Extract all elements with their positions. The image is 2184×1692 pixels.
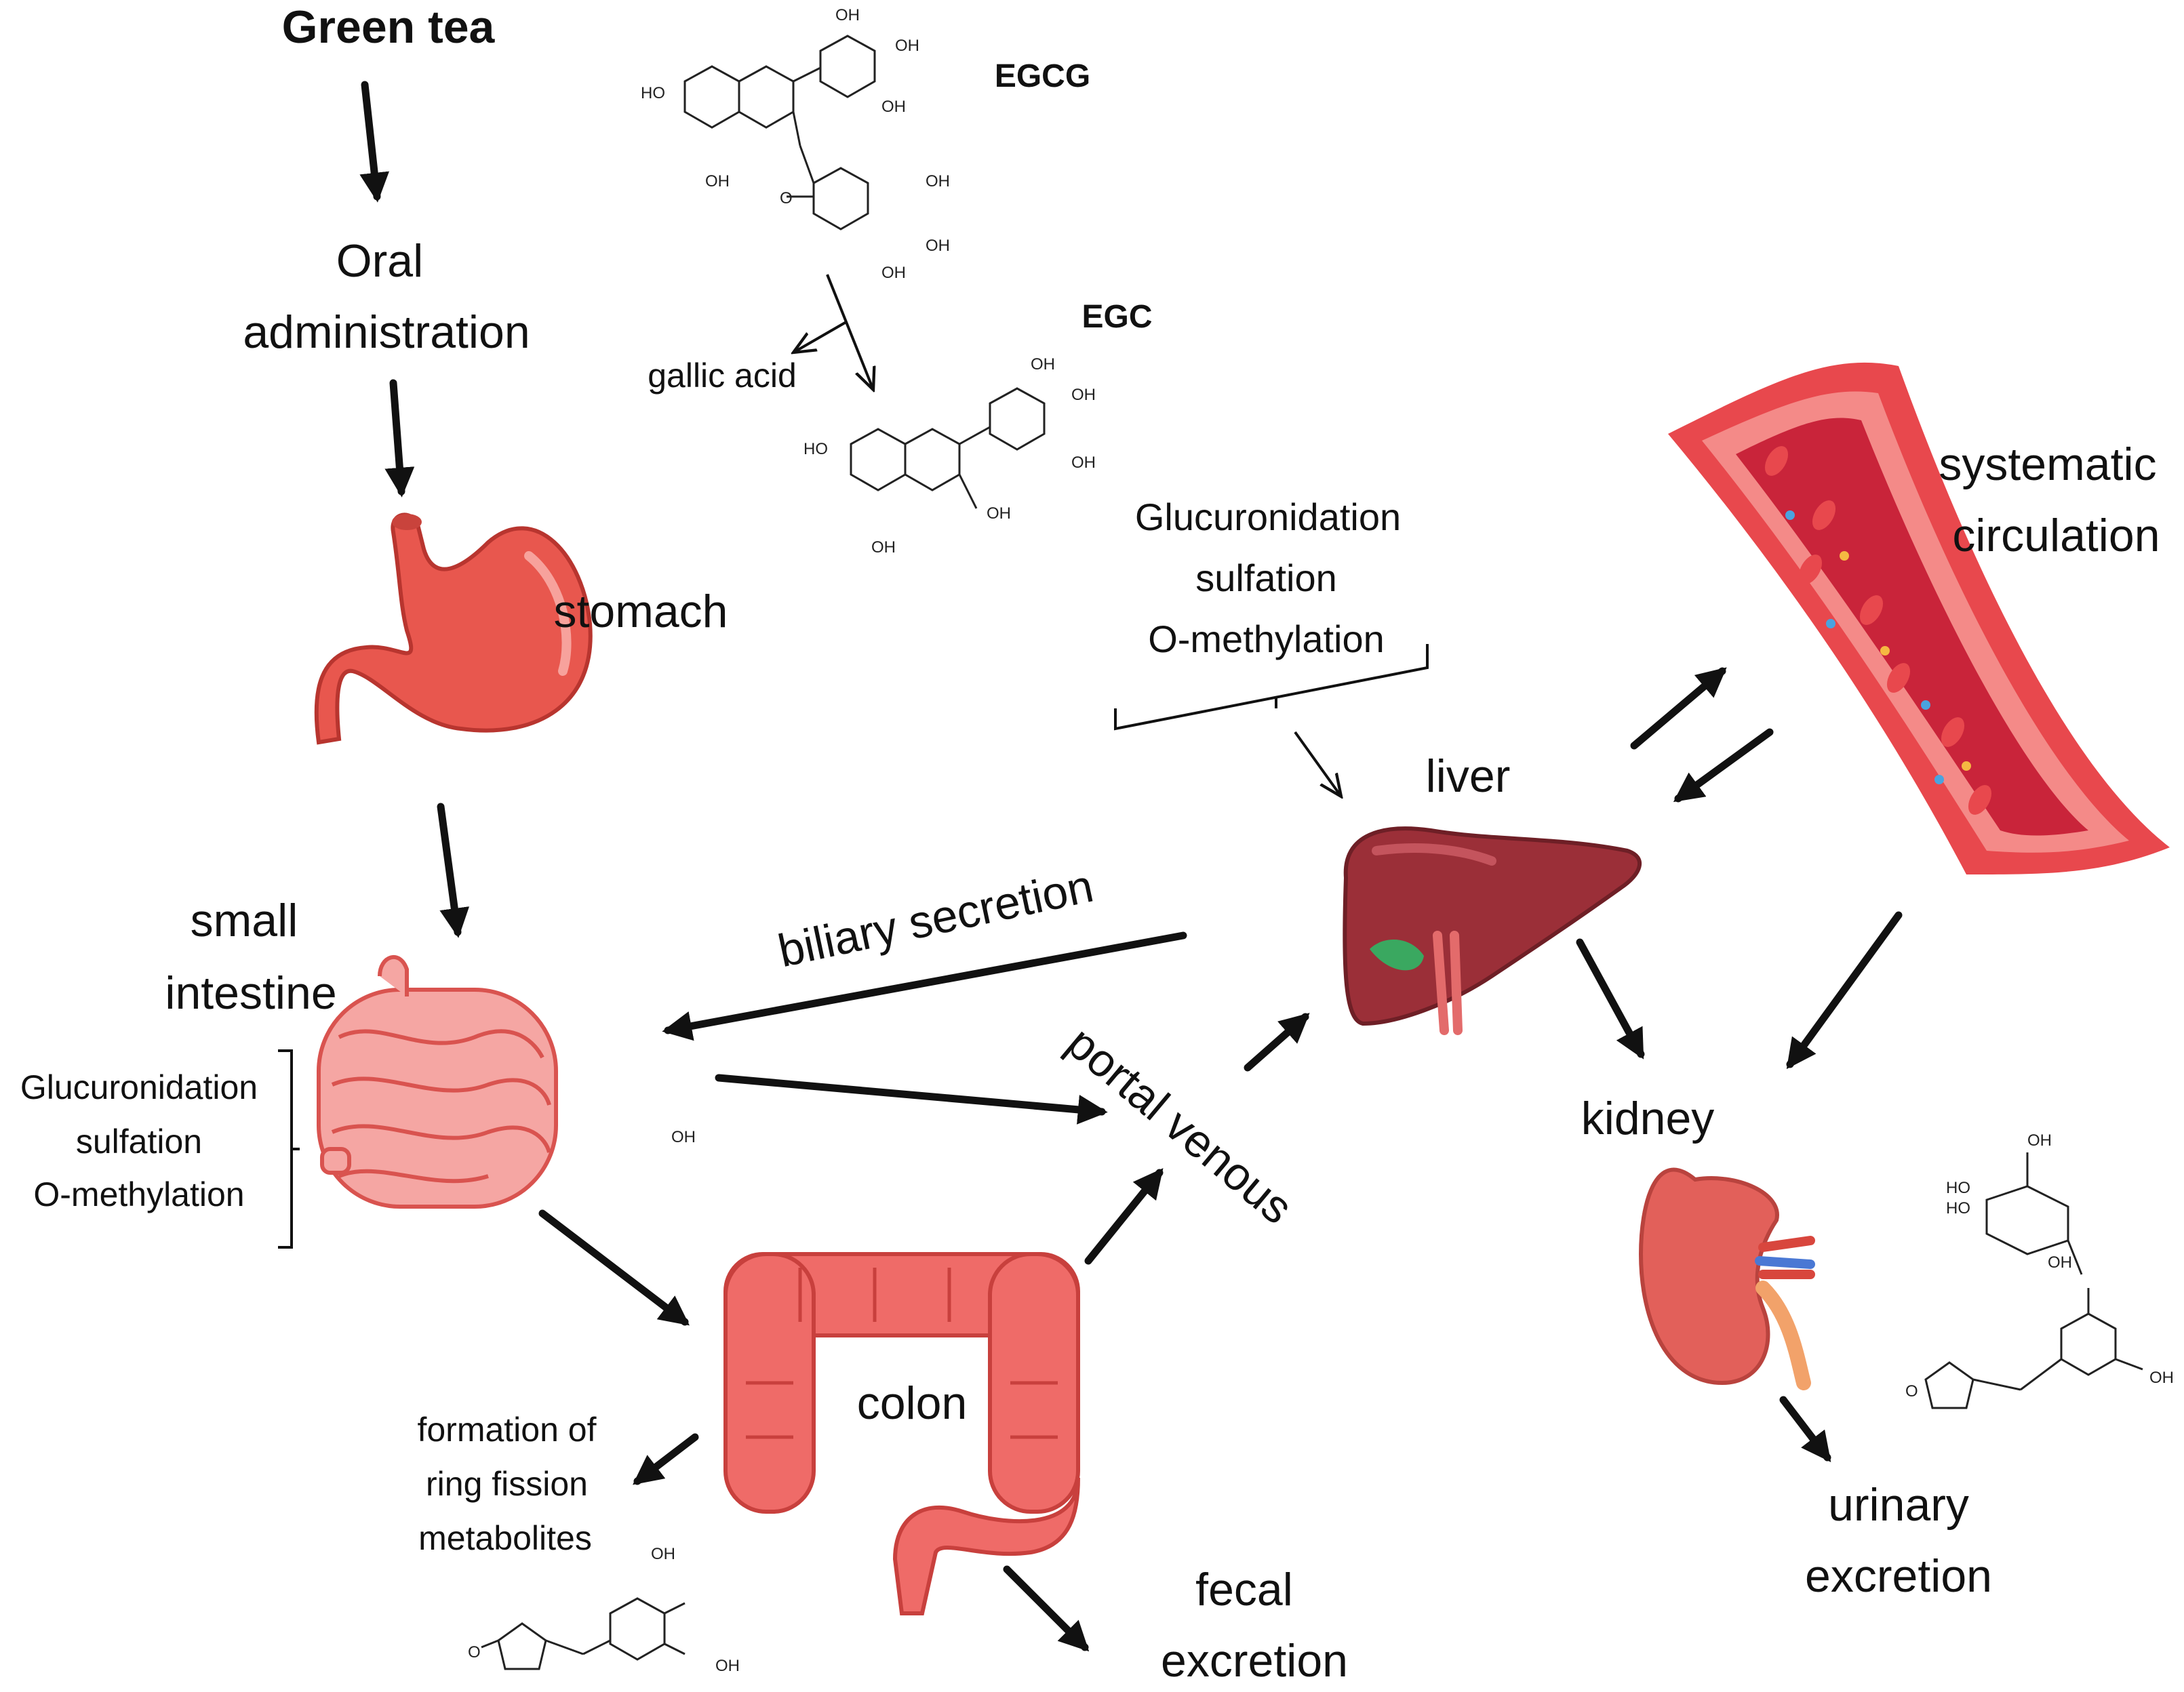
gluc-acid-oh: OH [2027, 1131, 2052, 1150]
arrow-intestine-to-colon [538, 1209, 690, 1326]
blood-cells [1764, 446, 1992, 815]
fission-oh-right: OH [715, 1657, 740, 1675]
systemic-circulation-line1: systematic [1939, 439, 2157, 490]
ring-fission-line1: formation of [417, 1411, 597, 1449]
liver-glucuronidation: Glucuronidation [1134, 496, 1402, 538]
egcg-galloyl-oh3: OH [881, 264, 906, 282]
egc-oh-top: OH [1031, 355, 1055, 374]
fission-oh-top: OH [651, 1545, 675, 1563]
arrow-liver-to-kidney [1576, 938, 1645, 1060]
hydrolysis-arrows [278, 274, 1429, 1249]
arrow-liver-to-circulation [1630, 667, 1727, 750]
glucuronide-structure [1924, 1152, 2143, 1409]
arrow-colon-to-ringfission [633, 1433, 699, 1485]
intestine-metabolism-bracket [278, 1049, 293, 1249]
intestine-o-methylation: O-methylation [33, 1175, 245, 1213]
gluc-oh-bottom: OH [2048, 1253, 2072, 1272]
arrow-circulation-to-liver [1673, 728, 1774, 803]
gluc-phenol-oh: OH [2149, 1369, 2174, 1387]
egcg-oh-right1: OH [895, 37, 919, 55]
fission-carbonyl-o: O [468, 1643, 481, 1661]
stomach-illustration [314, 512, 593, 745]
liver-label: liver [1425, 750, 1511, 802]
intestine-sulfation: sulfation [75, 1123, 203, 1161]
arrow-intestine-to-portal [715, 1074, 1108, 1125]
egcg-oh-bottom: OH [705, 172, 730, 190]
egc-oh-c3: OH [987, 504, 1011, 523]
small-intestine-label-line1: small [190, 895, 298, 946]
gluc-ho-1: HO [1946, 1179, 1970, 1197]
egc-oh-right1: OH [1071, 386, 1096, 404]
egcg-carbonyl-o: O [780, 189, 793, 207]
urinary-excretion-line1: urinary [1828, 1479, 1969, 1531]
liver-illustration [1343, 826, 1642, 1035]
title-green-tea: Green tea [281, 1, 495, 53]
oral-label-line2: administration [243, 306, 530, 358]
arrow-liver-to-intestine [662, 931, 1187, 1041]
arrow-oral-to-stomach [384, 379, 415, 498]
egcg-oh-top: OH [835, 6, 860, 24]
colon-illustration [723, 1252, 1080, 1615]
egcg-galloyl-oh2: OH [926, 237, 950, 255]
flow-arrows [359, 81, 1903, 1652]
kidney-label: kidney [1581, 1093, 1715, 1144]
atom-labels: OH OH OH HO OH O OH OH OH OH OH OH HO OH… [468, 6, 2174, 1675]
ring-fission-line2: ring fission [426, 1465, 588, 1503]
arrow-egcg-down [826, 274, 873, 390]
egcg-oh-right2: OH [881, 98, 906, 116]
gluc-oh-top: OH [671, 1128, 696, 1146]
liver-sulfation: sulfation [1195, 557, 1337, 599]
small-intestine-label-line2: intestine [165, 967, 337, 1019]
egc-structure [850, 387, 1046, 509]
egc-ho-left: HO [803, 440, 828, 458]
arrow-colon-to-portal [1084, 1168, 1164, 1265]
oral-label-line1: Oral [336, 235, 424, 287]
arrow-circulation-to-kidney [1786, 911, 1903, 1070]
egcg-label: EGCG [994, 58, 1091, 94]
systemic-circulation-line2: circulation [1952, 510, 2160, 561]
arrow-kidney-to-urinary [1779, 1396, 1831, 1462]
blood-vessel-illustration [1668, 362, 2170, 874]
egc-label: EGC [1081, 299, 1153, 335]
arrow-stomach-to-intestine [437, 803, 470, 938]
egc-oh-right2: OH [1071, 454, 1096, 472]
kidney-illustration [1638, 1167, 1815, 1390]
arrow-to-gallic-acid [793, 321, 847, 352]
ring-fission-structure [481, 1597, 686, 1670]
urinary-excretion-line2: excretion [1805, 1550, 1992, 1602]
stomach-label: stomach [553, 586, 728, 637]
egc-oh-bottom: OH [871, 538, 896, 557]
arrow-greentea-to-oral [359, 81, 390, 203]
intestine-glucuronidation: Glucuronidation [20, 1068, 258, 1106]
arrow-colon-to-fecal [1003, 1565, 1090, 1652]
colon-label: colon [856, 1377, 968, 1429]
gluc-lactone-o: O [1905, 1382, 1918, 1401]
egcg-ho-left: HO [641, 84, 665, 102]
small-intestine-illustration [317, 954, 558, 1209]
egcg-galloyl-oh1: OH [926, 172, 950, 190]
ring-fission-line3: metabolites [418, 1519, 592, 1557]
liver-o-methylation: O-methylation [1148, 618, 1385, 660]
fecal-excretion-line2: excretion [1161, 1635, 1348, 1687]
liver-metabolism-bracket [1114, 644, 1429, 731]
arrow-bracket-to-liver [1294, 731, 1341, 797]
gallic-acid-label: gallic acid [648, 357, 797, 395]
arrow-portal-to-liver [1244, 1013, 1310, 1072]
egcg-structure [683, 35, 876, 230]
fecal-excretion-line1: fecal [1195, 1564, 1293, 1615]
gluc-ho-2: HO [1946, 1199, 1970, 1217]
